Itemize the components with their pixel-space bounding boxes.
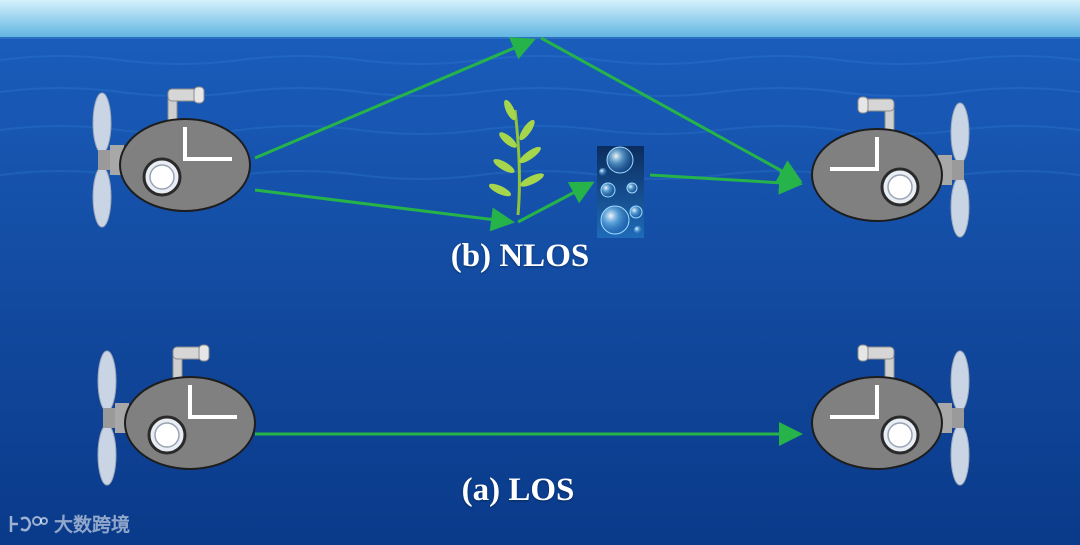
nlos-label: (b) NLOS	[0, 238, 1060, 275]
watermark-logo-icon	[8, 513, 48, 535]
watermark-text: 大数跨境	[54, 510, 130, 537]
watermark: 大数跨境	[8, 510, 130, 537]
bubbles-icon	[597, 146, 644, 238]
water-surface	[0, 0, 1080, 38]
los-label: (a) LOS	[0, 472, 1058, 509]
